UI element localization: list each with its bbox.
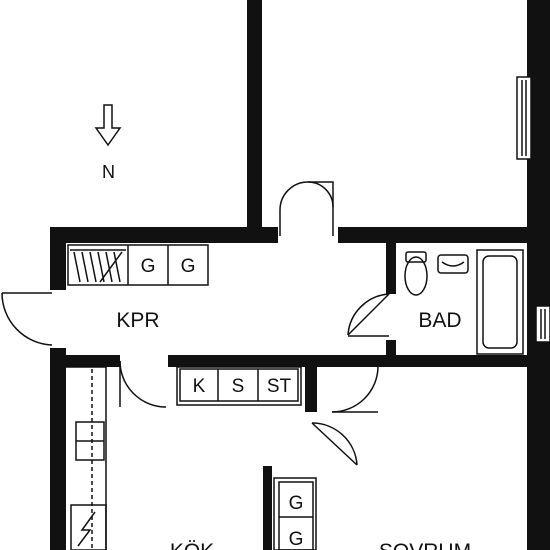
wall-hall-top-left — [50, 227, 278, 243]
wall-hall-left-lower — [50, 348, 66, 550]
room-label-kitchen: KÖK — [170, 540, 214, 550]
sink-icon — [437, 254, 469, 274]
wall-hall-bottom-left — [50, 355, 120, 367]
door-upper-room — [279, 181, 334, 236]
door-bedroom — [311, 422, 358, 466]
kitchen-counter — [66, 366, 107, 550]
clothes-rack-icon — [70, 249, 126, 283]
bedroom-wardrobe-2: G — [289, 529, 304, 550]
walls — [50, 0, 550, 550]
wall-kitchen-bedroom — [263, 466, 272, 550]
hall-wardrobe-1: G — [141, 256, 156, 277]
door-kitchen — [119, 360, 167, 408]
hall-wardrobe-unit — [67, 244, 209, 286]
hall-wardrobe-2: G — [181, 256, 196, 277]
door-bath — [347, 293, 390, 337]
wall-corridor-stub — [305, 367, 317, 412]
bedroom-wardrobe-1: G — [289, 493, 304, 514]
wall-hall-bottom-mid — [168, 355, 378, 367]
room-label-bath: BAD — [418, 309, 461, 332]
wall-upper-left — [247, 0, 262, 227]
wall-hall-bottom-right — [378, 355, 550, 367]
bedroom-wardrobe-unit — [273, 477, 317, 550]
hall-cabinet-row — [176, 366, 302, 406]
wall-bath-left-lower — [386, 340, 396, 365]
window-upper-right — [516, 76, 532, 160]
bathtub-icon — [476, 249, 524, 355]
north-arrow-icon — [94, 104, 122, 147]
stove-icon — [70, 504, 107, 550]
window-bath — [535, 305, 550, 343]
toilet-icon — [404, 251, 428, 296]
room-label-bedroom: SOVRUM — [379, 540, 471, 550]
kitchen-sink-icon — [75, 421, 105, 461]
hall-cabinet-s: S — [232, 376, 245, 397]
door-corridor — [331, 366, 379, 413]
wall-bath-left-upper — [386, 241, 396, 294]
wall-right-outer — [527, 0, 550, 550]
wall-hall-left-upper — [50, 227, 66, 290]
hall-cabinet-k: K — [193, 376, 206, 397]
door-entrance — [1, 292, 53, 346]
north-label: N — [102, 162, 115, 182]
hall-cabinet-st: ST — [267, 376, 292, 397]
room-label-hall: KPR — [116, 309, 159, 332]
wall-hall-top-right — [338, 227, 550, 243]
